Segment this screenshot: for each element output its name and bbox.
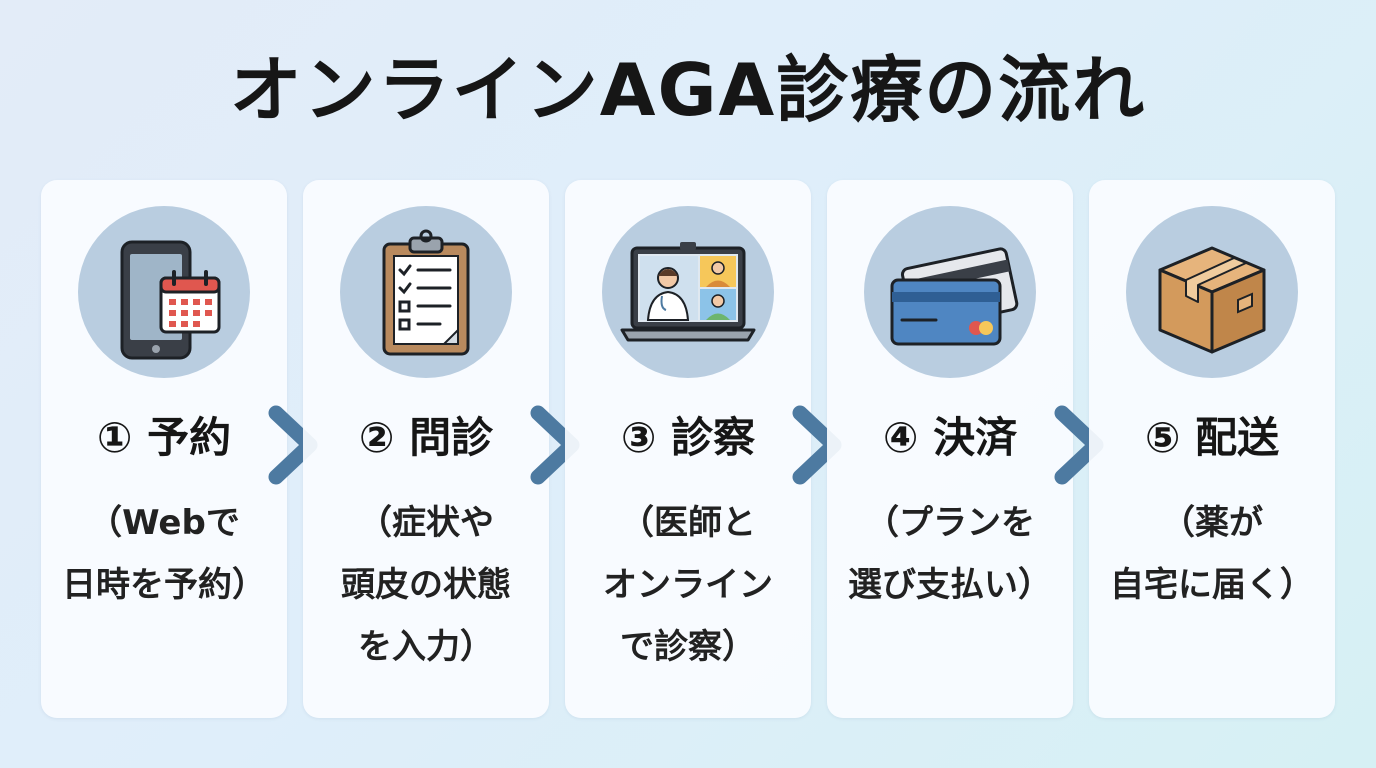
step-description: （プランを 選び支払い） — [848, 503, 1052, 605]
step-card-questionnaire: ② 問診 （症状や 頭皮の状態 を入力） — [303, 180, 549, 718]
step-description: （Webで 日時を予約） — [62, 503, 266, 605]
step-icon-circle — [864, 206, 1036, 378]
step-label: ③ 診察 — [620, 413, 756, 462]
step-card-reservation: ① 予約 （Webで 日時を予約） — [41, 180, 287, 718]
step-icon-circle — [340, 206, 512, 378]
page-title: オンラインAGA診療の流れ — [229, 48, 1147, 132]
smartphone-calendar-icon — [120, 240, 221, 360]
step-label: ⑤ 配送 — [1144, 413, 1280, 462]
step-description: （医師と オンライン で診察） — [603, 503, 773, 667]
step-card-consultation: ③ 診察 （医師と オンライン で診察） — [565, 180, 811, 718]
step-description: （症状や 頭皮の状態 を入力） — [341, 503, 511, 667]
step-label: ④ 決済 — [882, 413, 1018, 462]
clipboard-checklist-icon — [382, 229, 470, 356]
step-label: ② 問診 — [358, 413, 494, 462]
step-icon-circle — [1126, 206, 1298, 378]
step-card-payment: ④ 決済 （プランを 選び支払い） — [827, 180, 1073, 718]
cardboard-box-icon — [1158, 246, 1266, 354]
step-label: ① 予約 — [96, 413, 232, 462]
step-icon-circle — [602, 206, 774, 378]
laptop-video-call-icon — [620, 242, 756, 342]
step-description: （薬が 自宅に届く） — [1110, 503, 1314, 605]
step-card-delivery: ⑤ 配送 （薬が 自宅に届く） — [1089, 180, 1335, 718]
step-icon-circle — [78, 206, 250, 378]
credit-card-icon — [890, 247, 1019, 346]
